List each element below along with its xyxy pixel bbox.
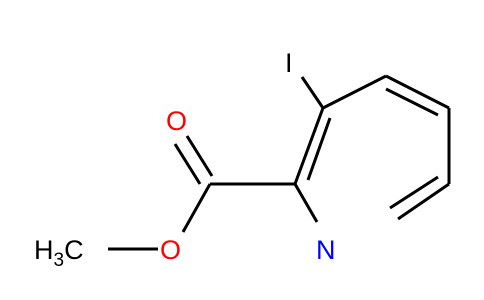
- atom-nitrogen: N: [316, 235, 336, 265]
- bond-c3-c4: [322, 74, 387, 110]
- bond-c6-n-inner: [389, 175, 439, 210]
- atom-iodine: I: [285, 48, 293, 78]
- methyl-hydrogen: H: [34, 235, 54, 265]
- bond-carbonyl-oxygen-2: [185, 135, 214, 177]
- bonds: [108, 74, 451, 251]
- methyl-carbon: C: [64, 235, 84, 265]
- bond-carbonyl-ester-oxygen: [181, 183, 212, 233]
- bond-c2-c3: [293, 107, 325, 185]
- atom-carbonyl-oxygen: O: [166, 106, 187, 136]
- bond-c3-iodine: [300, 76, 325, 109]
- bond-c4-c5: [385, 74, 450, 110]
- bond-c2-c3-inner: [306, 117, 332, 181]
- bond-n-c2: [293, 183, 319, 223]
- methyl-subscript: 3: [54, 250, 65, 271]
- bond-c4-c5-inner: [385, 87, 439, 117]
- bond-c6-n: [397, 182, 450, 221]
- atom-methyl-group: H3C: [34, 235, 84, 271]
- atom-ester-oxygen: O: [160, 235, 181, 265]
- bond-carbonyl-oxygen-1: [173, 143, 202, 185]
- atom-labels: I O O N H3C: [34, 48, 336, 271]
